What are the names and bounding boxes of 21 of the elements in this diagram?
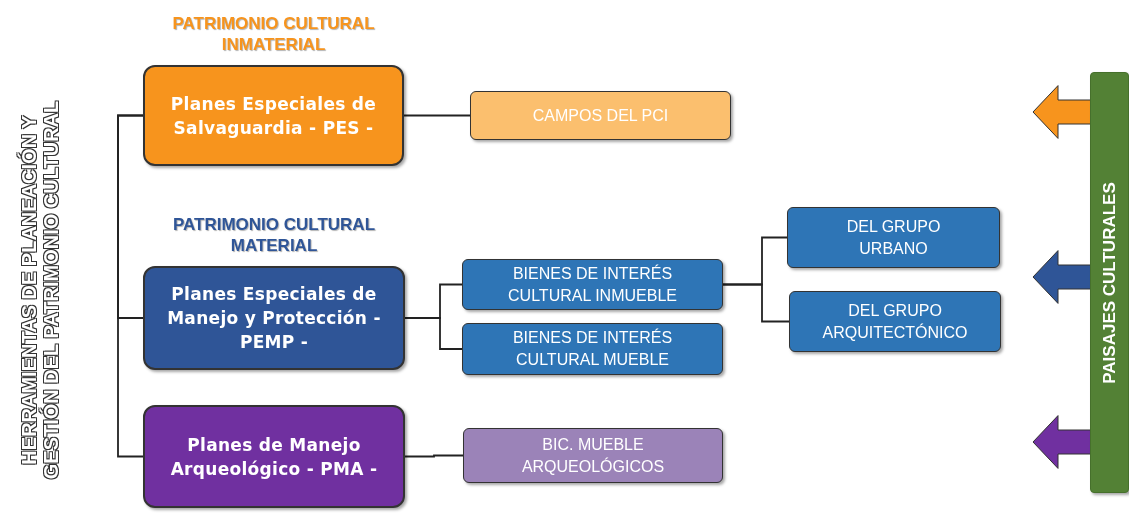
connector-line [403,114,471,117]
connector-line [404,317,463,350]
category-box: BIENES DE INTERÉS CULTURAL MUEBLE [462,323,723,375]
block-arrow [1032,250,1091,304]
connector-line [722,283,790,323]
category-box: DEL GRUPO ARQUITECTÓNICO [789,291,1001,352]
block-arrow [1032,85,1091,139]
side-bar: PAISAJES CULTURALES [1090,72,1129,493]
category-box: BIENES DE INTERÉS CULTURAL INMUEBLE [462,259,723,310]
category-box: DEL GRUPO URBANO [787,207,1000,268]
category-box: CAMPOS DEL PCI [470,91,731,140]
connector-line [117,114,144,458]
block-arrow [1032,415,1091,469]
section-heading: PATRIMONIO CULTURAL MATERIAL [171,214,377,256]
plan-box: Planes de Manejo Arqueológico - PMA - [143,405,405,508]
connector-line [404,454,464,458]
plan-box: Planes Especiales de Manejo y Protección - PEMP - [143,266,405,370]
plan-box: Planes Especiales de Salvaguardia - PES - [143,65,404,166]
category-box: BIC. MUEBLE ARQUEOLÓGICOS [463,428,723,483]
vertical-title: HERRAMIENTAS DE PLANEACIÓN Y GESTIÓN DEL PATRIMONIO CULTURAL [18,99,62,482]
section-heading: PATRIMONIO CULTURAL INMATERIAL [171,13,376,55]
